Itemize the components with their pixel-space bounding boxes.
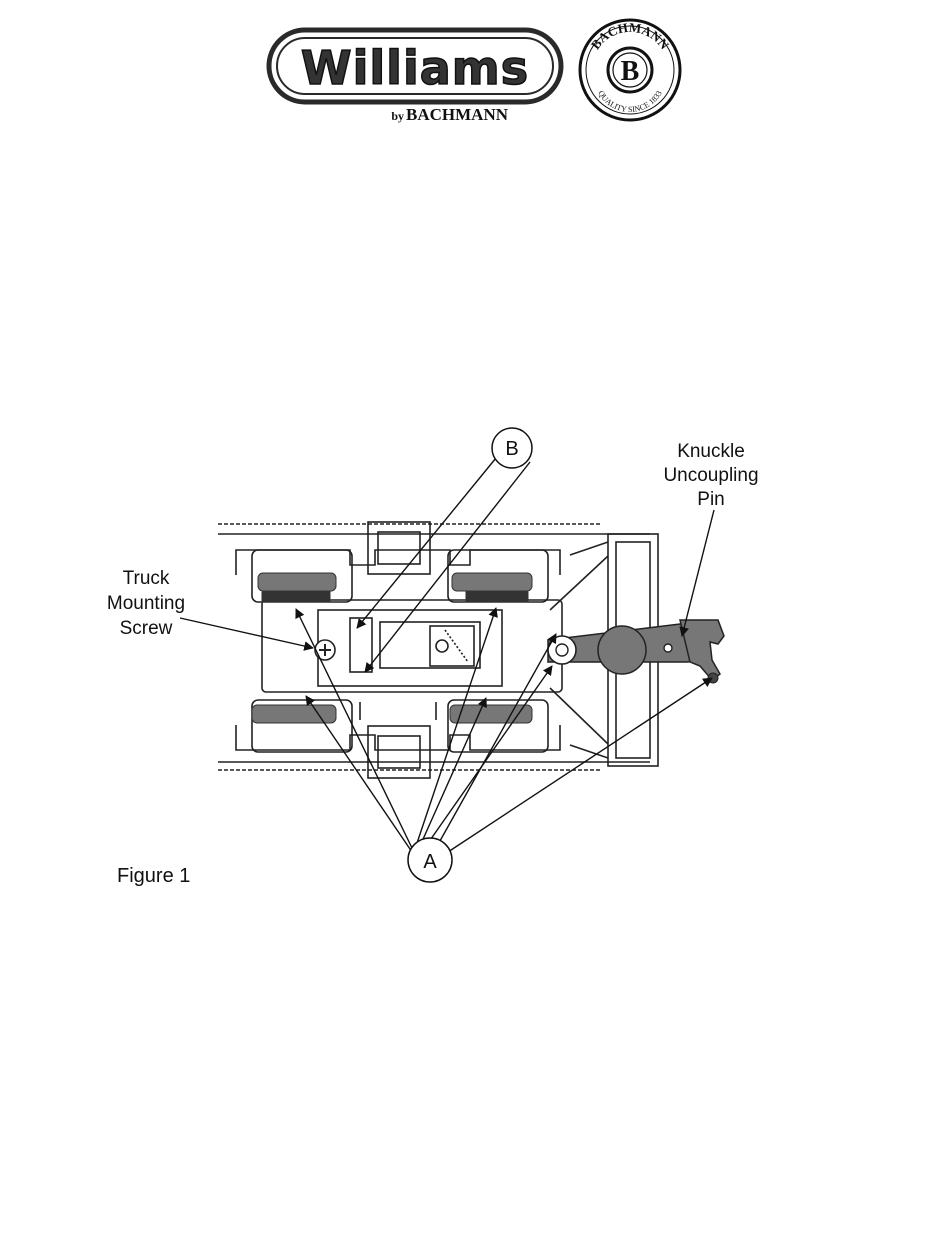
callout-a-letter: A	[423, 851, 437, 873]
williams-wordmark: Williams	[301, 41, 529, 95]
knuckle-pin-label: Knuckle Uncoupling Pin	[663, 441, 758, 510]
truck-label-line-1: Truck	[123, 568, 170, 589]
header-logos: Williams by BACHMANN B BACHMANN QUALITY …	[266, 18, 686, 128]
knuckle-label-line-3: Pin	[697, 489, 724, 510]
callout-b-letter: B	[505, 438, 518, 460]
bachmann-seal: B BACHMANN QUALITY SINCE 1833	[580, 20, 680, 120]
figure-1-diagram: B A Knuckle Uncoupling Pin Truck Mountin…	[0, 400, 950, 920]
callout-b: B	[492, 428, 532, 468]
truck-mounting-screw	[315, 640, 335, 660]
seal-center-letter: B	[621, 56, 640, 87]
knuckle-label-line-1: Knuckle	[677, 441, 745, 462]
bachmann-subtext: BACHMANN	[406, 105, 509, 124]
knuckle-label-line-2: Uncoupling	[663, 465, 758, 486]
figure-caption: Figure 1	[117, 865, 190, 887]
by-text: by	[391, 109, 404, 123]
williams-logo: Williams by BACHMANN	[269, 30, 561, 124]
truck-label-line-2: Mounting	[107, 593, 185, 614]
coupler-arm	[548, 624, 704, 674]
callout-a: A	[408, 838, 452, 882]
truck-label-line-3: Screw	[120, 618, 173, 639]
truck-screw-label: Truck Mounting Screw	[107, 568, 185, 639]
